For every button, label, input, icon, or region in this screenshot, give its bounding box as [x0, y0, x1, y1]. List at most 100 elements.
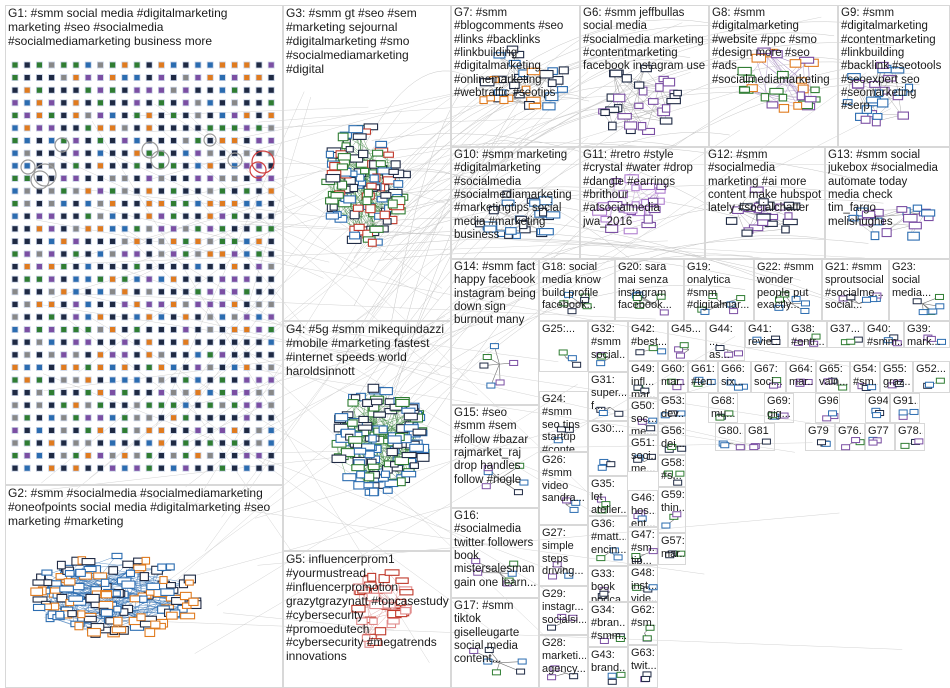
node-g1 [146, 150, 152, 156]
node-g3 [380, 211, 389, 218]
node-g2 [186, 580, 194, 585]
node-g1 [134, 251, 140, 257]
node-g1 [12, 251, 18, 257]
node-g1 [256, 163, 262, 169]
node-g18 [581, 297, 589, 302]
node-g4 [372, 399, 382, 405]
node-g13 [860, 219, 873, 225]
node-g1 [12, 112, 18, 118]
node-g1 [195, 62, 201, 68]
node-g4 [402, 453, 416, 458]
node-g4 [343, 474, 356, 481]
node-g1 [195, 188, 201, 194]
node-g5 [370, 618, 377, 624]
node-g1 [122, 440, 128, 446]
node-g1 [146, 453, 152, 459]
node-g4 [368, 384, 379, 392]
node-g8 [752, 54, 765, 62]
node-g1 [256, 276, 262, 282]
node-g1 [73, 390, 79, 396]
node-g1 [268, 201, 274, 207]
node-g1 [158, 276, 164, 282]
node-g1 [171, 314, 177, 320]
node-g50 [649, 418, 657, 423]
node-g10 [530, 200, 540, 206]
node-g1 [146, 213, 152, 219]
node-g4 [357, 471, 365, 478]
node-g7 [500, 97, 508, 104]
node-g1 [146, 238, 152, 244]
node-g1 [49, 339, 55, 345]
node-g5 [400, 590, 413, 595]
node-g9 [884, 76, 896, 81]
node-g1 [122, 100, 128, 106]
node-g1 [61, 352, 67, 358]
node-g1 [36, 226, 42, 232]
node-g2 [101, 579, 108, 586]
node-g2 [114, 617, 122, 625]
node-g1 [219, 238, 225, 244]
node-g3 [388, 200, 397, 208]
node-g1 [268, 440, 274, 446]
node-g9 [873, 114, 882, 120]
node-g1 [24, 188, 30, 194]
node-g2 [44, 580, 52, 586]
node-g1 [183, 112, 189, 118]
node-g17 [470, 648, 478, 653]
node-g1 [183, 150, 189, 156]
node-g1 [195, 226, 201, 232]
node-g60 [675, 380, 683, 385]
node-g15 [514, 490, 522, 495]
node-g8 [790, 60, 801, 68]
node-g1 [171, 427, 177, 433]
node-g1 [207, 226, 213, 232]
node-g1 [24, 276, 30, 282]
node-g41 [753, 337, 761, 342]
node-g1 [146, 352, 152, 358]
node-g1 [195, 213, 201, 219]
node-g1 [134, 213, 140, 219]
node-g1 [219, 427, 225, 433]
node-g81 [750, 445, 758, 450]
node-g1 [61, 301, 67, 307]
node-g1 [171, 188, 177, 194]
node-g53 [677, 411, 685, 416]
node-g1 [97, 175, 103, 181]
node-g1 [219, 87, 225, 93]
node-g1 [195, 440, 201, 446]
node-g1 [207, 138, 213, 144]
node-g12 [784, 202, 793, 208]
node-g1 [24, 402, 30, 408]
node-g6 [662, 105, 669, 112]
node-g5 [362, 635, 369, 641]
node-g2 [134, 565, 146, 571]
node-g1 [12, 440, 18, 446]
node-g6 [618, 114, 631, 120]
node-g1 [110, 238, 116, 244]
node-g12 [785, 213, 792, 219]
node-g1 [219, 377, 225, 383]
node-g1 [183, 377, 189, 383]
node-g43 [617, 672, 625, 677]
node-g2 [181, 613, 195, 619]
node-g15 [484, 466, 492, 471]
node-g29 [558, 614, 566, 619]
node-g1 [110, 440, 116, 446]
node-g1 [85, 339, 91, 345]
node-g1 [171, 150, 177, 156]
node-g1 [85, 251, 91, 257]
node-g1 [256, 62, 262, 68]
node-g3 [384, 152, 394, 157]
node-g1 [171, 352, 177, 358]
node-g1 [244, 352, 250, 358]
node-g1 [219, 150, 225, 156]
node-g5 [375, 628, 385, 635]
node-g1 [110, 364, 116, 370]
node-g1 [244, 377, 250, 383]
node-g1 [122, 188, 128, 194]
node-g28 [570, 674, 578, 679]
node-g1 [36, 314, 42, 320]
node-g29 [569, 615, 577, 620]
node-g1 [268, 352, 274, 358]
